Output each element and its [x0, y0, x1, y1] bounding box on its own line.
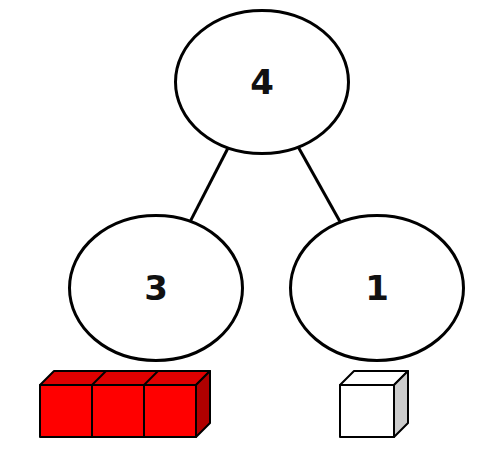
- number-label: 3: [144, 271, 168, 305]
- number-label: 1: [365, 271, 389, 305]
- bond-line: [190, 148, 228, 222]
- number-circle: 1: [289, 214, 465, 362]
- white-cube: [340, 371, 408, 437]
- number-circle: 3: [68, 214, 244, 362]
- number-label: 4: [250, 65, 274, 99]
- red-cubes: [40, 371, 210, 437]
- number-circle: 4: [174, 9, 350, 155]
- bond-line: [298, 147, 340, 222]
